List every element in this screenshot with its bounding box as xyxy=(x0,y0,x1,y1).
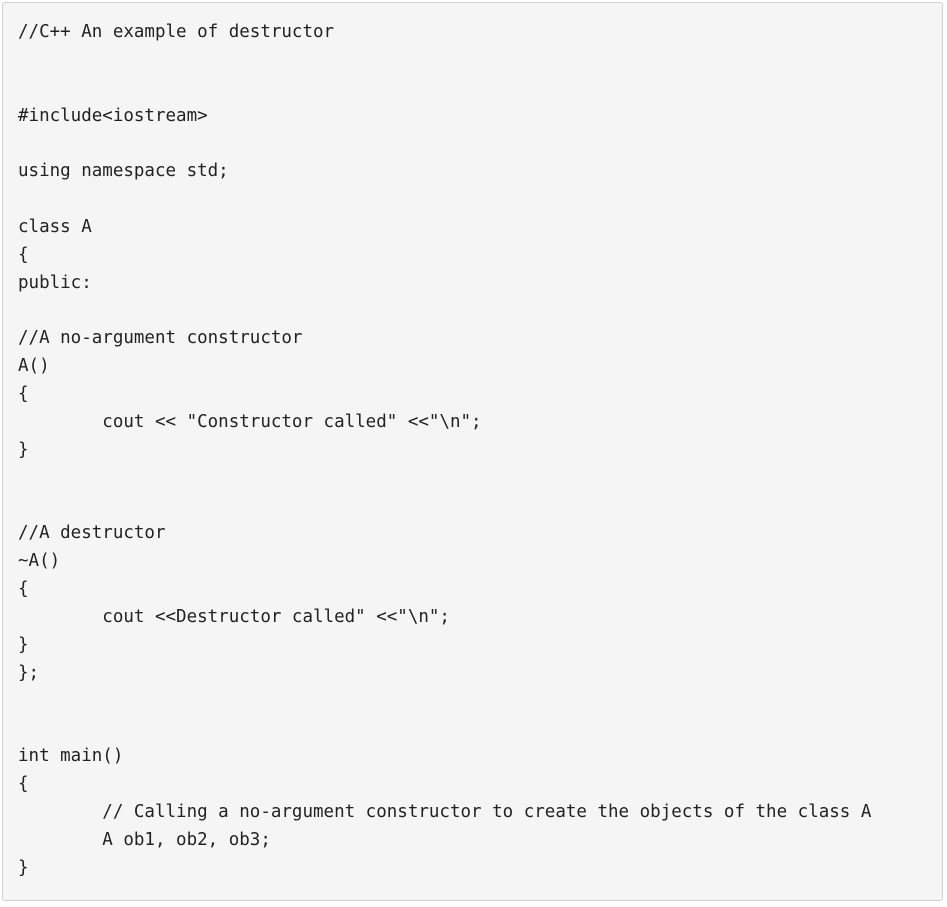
code-line xyxy=(18,47,871,75)
code-line: A ob1, ob2, ob3; xyxy=(18,829,271,850)
code-line: { xyxy=(18,774,29,795)
code-line xyxy=(18,493,871,521)
code-line xyxy=(18,465,871,493)
code-line xyxy=(18,688,871,716)
code-line: using namespace std; xyxy=(18,161,229,182)
code-line: class A xyxy=(18,217,92,238)
code-line: { xyxy=(18,244,29,265)
code-line: cout <<Destructor called" <<"\n"; xyxy=(18,607,450,628)
code-line xyxy=(18,186,871,214)
code-line xyxy=(18,298,871,326)
code-line: public: xyxy=(18,272,92,293)
code-line: A() xyxy=(18,356,50,377)
code-line: { xyxy=(18,579,29,600)
code-line: ~A() xyxy=(18,551,61,572)
code-line: #include<iostream> xyxy=(18,105,208,126)
code-line: } xyxy=(18,634,29,655)
code-line: } xyxy=(18,439,29,460)
code-line: int main() xyxy=(18,746,124,767)
code-line: // Calling a no-argument constructor to … xyxy=(18,802,872,823)
code-line xyxy=(18,715,871,743)
code-line: }; xyxy=(18,662,40,683)
code-line: } xyxy=(18,857,29,878)
code-line xyxy=(18,130,871,158)
code-line: //A destructor xyxy=(18,523,166,544)
code-line: //C++ An example of destructor xyxy=(18,22,335,42)
code-line: //A no-argument constructor xyxy=(18,328,303,349)
code-line: cout << "Constructor called" <<"\n"; xyxy=(18,412,482,433)
code-line: { xyxy=(18,384,29,405)
code-lines: //C++ An example of destructor #include<… xyxy=(18,19,871,883)
code-line xyxy=(18,75,871,103)
